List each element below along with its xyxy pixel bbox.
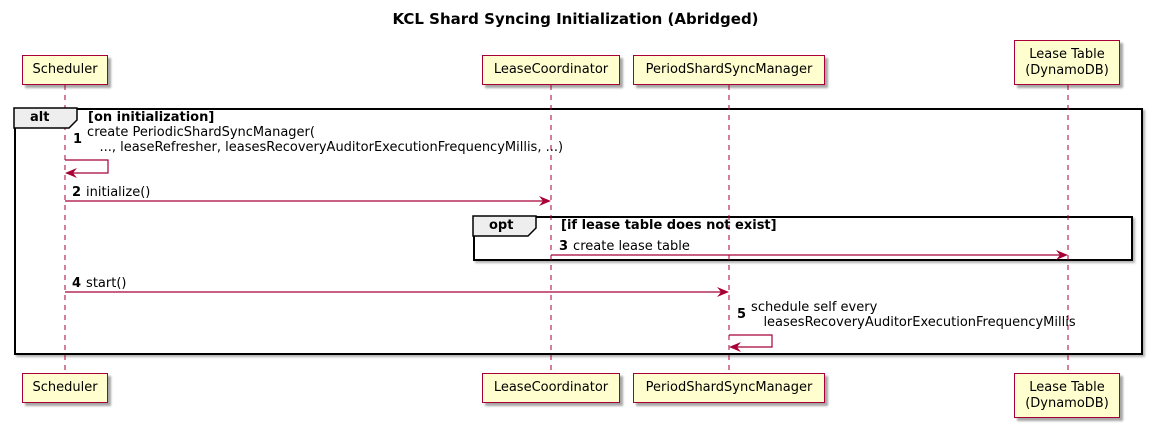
message-1-line	[65, 159, 109, 174]
participant-leasetable-top: Lease Table (DynamoDB)	[1014, 40, 1120, 85]
message-5-arrowhead	[729, 342, 741, 352]
message-4-label: 4 start()	[72, 276, 126, 291]
alt-operator-label: alt	[30, 110, 50, 125]
message-3-arrowhead	[1056, 250, 1068, 260]
message-1-seq: 1	[73, 132, 83, 147]
participant-scheduler-top: Scheduler	[22, 55, 108, 85]
message-2-seq: 2	[72, 185, 82, 200]
message-5-text: schedule self every leasesRecoveryAudito…	[751, 300, 1076, 330]
alt-frame	[14, 108, 1143, 355]
message-2-label: 2 initialize()	[72, 185, 150, 200]
message-1-arrowhead	[65, 168, 77, 178]
opt-frame	[473, 216, 1133, 261]
message-3-seq: 3	[559, 239, 569, 254]
diagram-title: KCL Shard Syncing Initialization (Abridg…	[392, 10, 759, 28]
message-3-label: 3 create lease table	[559, 239, 690, 254]
alt-operator-pentagon	[13, 107, 78, 129]
message-2-text: initialize()	[86, 185, 151, 200]
message-5-seq: 5	[737, 307, 747, 322]
message-4-seq: 4	[72, 276, 82, 291]
opt-operator-pentagon	[472, 215, 537, 237]
message-4-text: start()	[86, 276, 127, 291]
message-1-text: create PeriodicShardSyncManager( ..., le…	[87, 125, 564, 155]
participant-leasecoordinator-top: LeaseCoordinator	[482, 55, 620, 85]
participant-leasetable-bottom: Lease Table (DynamoDB)	[1014, 373, 1120, 418]
participant-scheduler-bottom: Scheduler	[22, 373, 108, 403]
message-3-text: create lease table	[573, 239, 690, 254]
participant-periodshardsyncmanager-top: PeriodShardSyncManager	[633, 55, 825, 85]
message-5-line	[729, 334, 773, 348]
message-5-label: 5 schedule self every leasesRecoveryAudi…	[737, 300, 1076, 330]
opt-guard-label: [if lease table does not exist]	[561, 218, 777, 233]
message-4-arrowhead	[717, 287, 729, 297]
message-1-label: 1 create PeriodicShardSyncManager( ..., …	[73, 125, 563, 155]
alt-guard-label: [on initialization]	[88, 110, 215, 125]
participant-periodshardsyncmanager-bottom: PeriodShardSyncManager	[633, 373, 825, 403]
opt-operator-label: opt	[489, 218, 514, 233]
message-2-arrowhead	[539, 196, 551, 206]
participant-leasecoordinator-bottom: LeaseCoordinator	[482, 373, 620, 403]
